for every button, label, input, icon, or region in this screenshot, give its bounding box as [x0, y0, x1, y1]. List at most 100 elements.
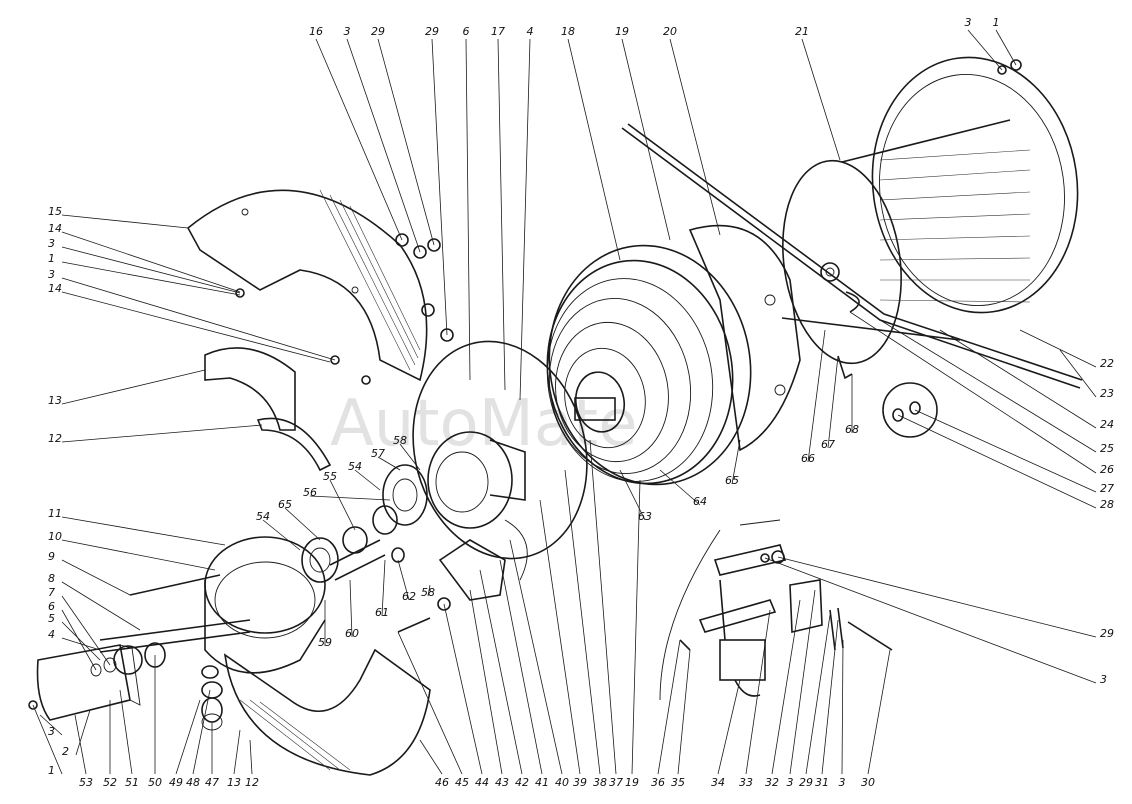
leader-line-right-1 — [1059, 349, 1097, 398]
leader-line-middle-14 — [731, 439, 741, 485]
callout-label-middle-2: 54 — [348, 460, 362, 473]
callout-label-top-5: 17 — [491, 25, 505, 38]
leader-line-top-9 — [669, 38, 721, 236]
callout-label-bottom-5: 48 — [186, 776, 200, 789]
leader-line-middle-13 — [659, 469, 701, 506]
callout-label-bottom-29: 30 — [861, 776, 875, 789]
inset-detail — [659, 519, 893, 701]
leader-line-left-10 — [61, 559, 131, 596]
callout-label-bottom-18: 37 — [609, 776, 623, 789]
callout-label-middle-15: 66 — [801, 452, 815, 465]
leader-line-left-4 — [61, 277, 336, 361]
leader-line-bottom-13 — [479, 569, 523, 775]
brake-drum — [204, 536, 326, 674]
callout-label-middle-11: 58 — [421, 586, 435, 599]
callout-label-left-16: 3 — [48, 725, 55, 738]
callout-label-left-5: 14 — [48, 282, 62, 295]
spring-and-washers — [201, 665, 223, 731]
callout-label-top-11: 3 — [965, 16, 972, 29]
backing-plate — [688, 224, 801, 452]
leader-line-top-8 — [621, 38, 671, 241]
rail-strip — [621, 123, 1083, 389]
callout-label-bottom-25: 3 — [787, 776, 794, 789]
leader-line-bottom-20 — [657, 639, 681, 775]
leader-line-bottom-5 — [192, 689, 211, 775]
callout-label-left-9: 10 — [48, 530, 62, 543]
callout-label-bottom-11: 44 — [475, 776, 489, 789]
leader-line-bottom-17 — [564, 469, 601, 775]
callout-label-right-7: 29 — [1100, 627, 1114, 640]
callout-label-left-4: 3 — [48, 268, 55, 281]
bearing-stack — [301, 464, 428, 583]
leader-line-top-3 — [431, 38, 448, 336]
leader-line-left-6 — [61, 369, 206, 405]
callout-label-bottom-17: 38 — [593, 776, 607, 789]
callout-label-bottom-2: 51 — [125, 776, 139, 789]
callout-label-right-8: 3 — [1100, 673, 1107, 686]
leader-line-left-9 — [61, 539, 216, 571]
leader-line-bottom-28 — [841, 639, 844, 775]
pin — [397, 597, 451, 633]
callout-label-middle-14: 65 — [725, 474, 739, 487]
callout-label-left-6: 13 — [48, 394, 62, 407]
leader-line-right-5 — [914, 409, 1097, 493]
leader-line-left-1 — [61, 231, 241, 293]
leader-line-top-4 — [465, 38, 471, 381]
callout-label-left-15: 4 — [48, 628, 55, 641]
callout-label-middle-0: 58 — [393, 434, 407, 447]
lower-shield-plate — [223, 648, 431, 776]
callout-label-bottom-22: 34 — [711, 776, 725, 789]
callout-label-middle-13: 64 — [693, 495, 707, 508]
leader-line-bottom-12 — [469, 589, 503, 775]
callout-label-middle-7: 59 — [318, 636, 332, 649]
leader-line-bottom-14 — [499, 559, 543, 775]
leader-line-top-2 — [377, 38, 435, 246]
callout-label-bottom-15: 40 — [555, 776, 569, 789]
callout-label-right-1: 23 — [1100, 387, 1114, 400]
callout-label-top-12: 1 — [993, 16, 1000, 29]
callout-label-right-2: 24 — [1100, 418, 1114, 431]
leader-line-middle-0 — [399, 443, 421, 471]
callout-label-left-2: 3 — [48, 237, 55, 250]
callout-label-middle-9: 61 — [375, 606, 389, 619]
callout-label-bottom-21: 35 — [671, 776, 685, 789]
leader-line-middle-16 — [827, 355, 839, 449]
leader-line-bottom-24 — [771, 599, 801, 775]
callout-label-top-9: 20 — [663, 25, 677, 38]
leader-line-middle-6 — [284, 507, 321, 541]
upper-shield-plate — [186, 189, 428, 382]
small-fasteners — [837, 355, 938, 438]
leader-line-right-6 — [897, 414, 1097, 509]
coil-assembly — [546, 244, 752, 486]
callout-label-bottom-14: 41 — [535, 776, 549, 789]
leader-line-left-16 — [39, 714, 63, 736]
callout-label-bottom-4: 49 — [169, 776, 183, 789]
callout-label-bottom-23: 33 — [739, 776, 753, 789]
leader-line-top-6 — [519, 38, 531, 401]
callout-label-left-14: 5 — [48, 612, 55, 625]
callout-label-middle-4: 56 — [303, 486, 317, 499]
callout-label-bottom-27: 31 — [815, 776, 829, 789]
pad-plate — [28, 644, 141, 721]
leader-line-middle-12 — [619, 469, 646, 521]
callout-label-middle-16: 67 — [821, 438, 835, 451]
linkage-bracket — [438, 519, 528, 601]
drum-housing — [781, 56, 1079, 365]
callout-label-middle-17: 68 — [845, 423, 859, 436]
leader-line-middle-1 — [377, 456, 401, 471]
leader-line-middle-3 — [329, 479, 356, 531]
callout-label-right-0: 22 — [1100, 357, 1114, 370]
leader-line-top-10 — [801, 38, 841, 161]
callout-label-middle-12: 63 — [638, 510, 652, 523]
leader-line-right-4 — [849, 311, 1097, 474]
leader-line-top-0 — [315, 38, 403, 241]
leader-line-right-2 — [939, 329, 1097, 429]
callout-label-bottom-7: 13 — [227, 776, 241, 789]
leader-line-bottom-23 — [745, 609, 771, 775]
leader-line-left-5 — [61, 291, 331, 363]
segment-ring-upper — [204, 347, 332, 472]
leader-line-top-1 — [346, 38, 421, 253]
callout-label-middle-1: 57 — [371, 447, 385, 460]
callout-label-bottom-16: 39 — [573, 776, 587, 789]
callout-label-middle-3: 55 — [323, 470, 337, 483]
